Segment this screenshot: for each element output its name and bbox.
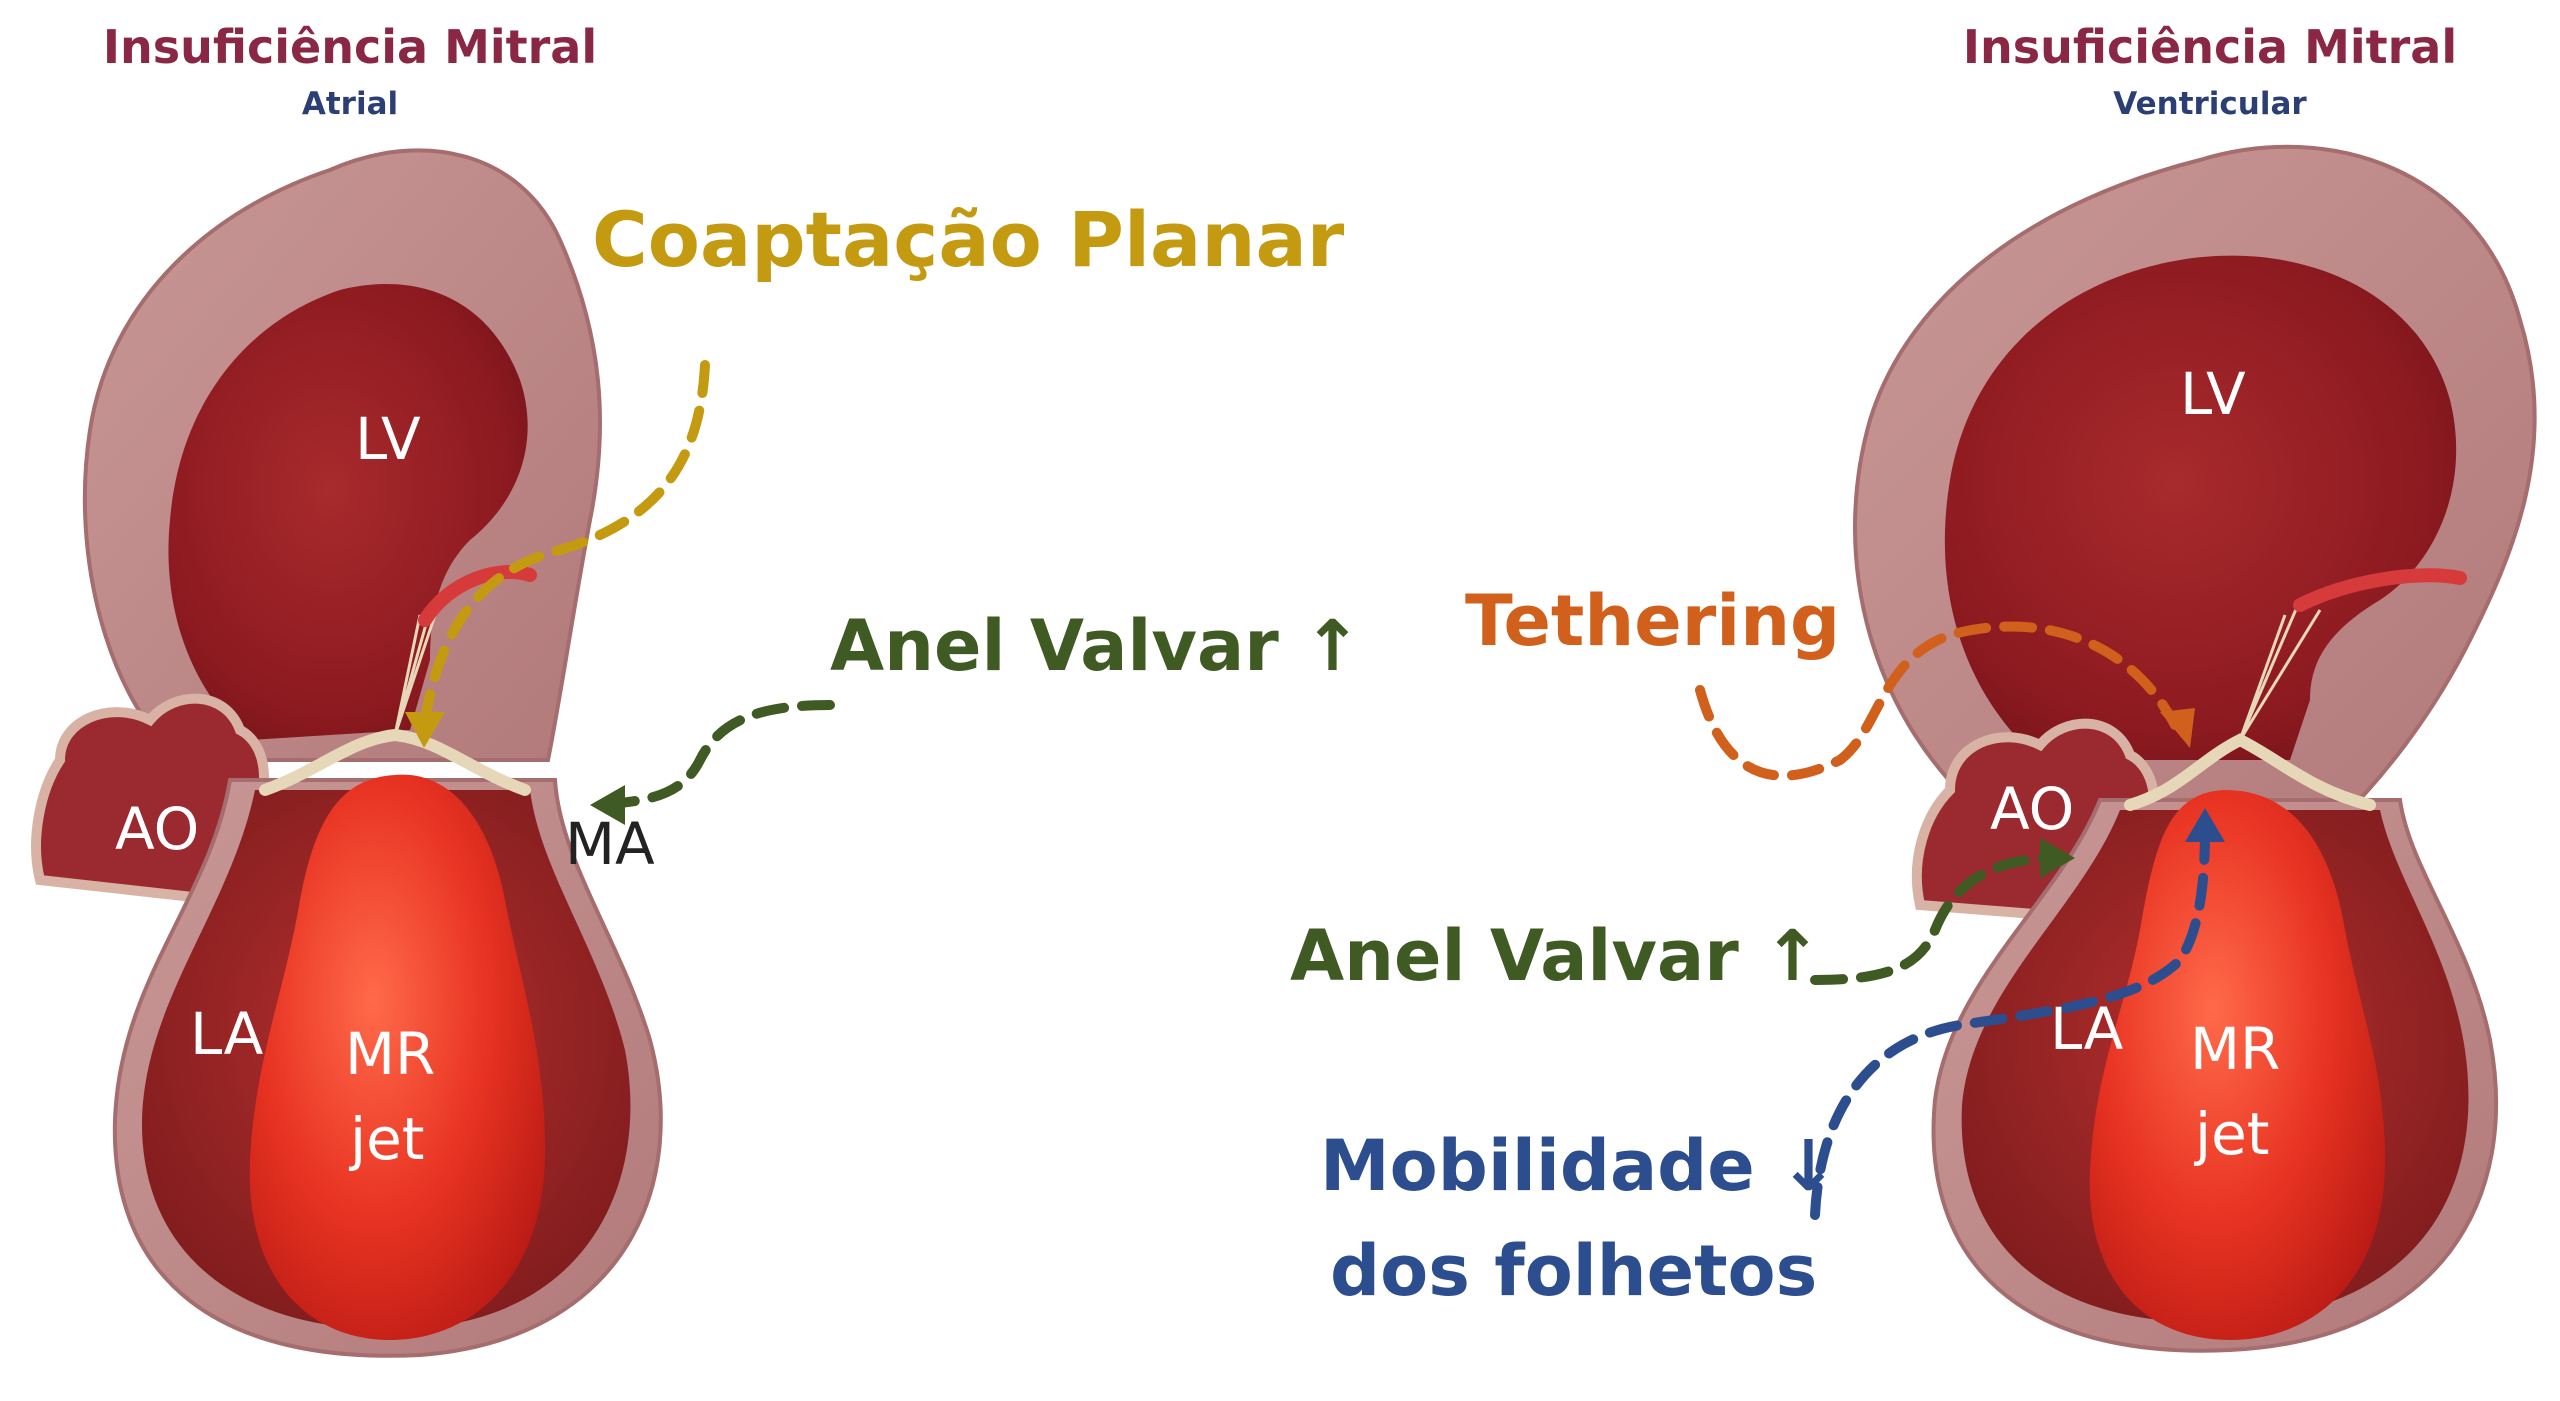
left-ao-label: AO (115, 795, 200, 863)
left-la-label: LA (190, 1000, 264, 1068)
right-mr-jet (2089, 790, 2385, 1340)
left-lv-cavity (168, 284, 528, 740)
right-jet-label-2: jet (2195, 1100, 2270, 1168)
anel-right-arrowhead (2040, 838, 2075, 878)
mobilidade-arrowhead (2185, 808, 2225, 842)
left-ma-label: MA (565, 810, 655, 878)
anel-left-label: Anel Valvar ↑ (830, 605, 1362, 687)
left-title: Insuficiência Mitral (102, 20, 598, 74)
right-jet-label-1: MR (2190, 1015, 2281, 1083)
right-title: Insuficiência Mitral (1962, 20, 2458, 74)
coaptacao-arrow (420, 360, 710, 725)
right-subtitle: Ventricular (2113, 86, 2307, 122)
tethering-arrowhead (2160, 708, 2195, 748)
right-chordae (2238, 599, 2322, 741)
mobilidade-arrow (1810, 825, 2210, 1220)
mobilidade-label-2: dos folhetos (1330, 1230, 1818, 1312)
left-papillary (418, 565, 537, 627)
left-jet-label-1: MR (345, 1020, 436, 1088)
mobilidade-label-1: Mobilidade ↓ (1320, 1125, 1838, 1207)
anel-left-arrow (600, 700, 835, 810)
anel-left-arrowhead (590, 785, 625, 825)
left-lv-label: LV (355, 405, 421, 473)
anel-right-label: Anel Valvar ↑ (1290, 915, 1822, 997)
coaptacao-label: Coaptação Planar (592, 195, 1345, 284)
right-papillary (2293, 568, 2467, 612)
right-ao-label: AO (1990, 775, 2075, 843)
tethering-label: Tethering (1465, 580, 1841, 662)
left-chordae (393, 599, 442, 736)
tethering-arrow (1695, 621, 2180, 781)
right-la-label: LA (2050, 995, 2124, 1063)
left-heart (31, 148, 663, 1358)
left-mr-jet (249, 774, 545, 1340)
left-subtitle: Atrial (301, 86, 399, 122)
right-lv-label: LV (2180, 360, 2246, 428)
coaptacao-arrowhead (405, 712, 445, 748)
left-jet-label-2: jet (350, 1105, 425, 1173)
left-aorta (31, 693, 269, 906)
anel-right-arrow (1810, 853, 2055, 985)
right-heart (1853, 144, 2537, 1353)
